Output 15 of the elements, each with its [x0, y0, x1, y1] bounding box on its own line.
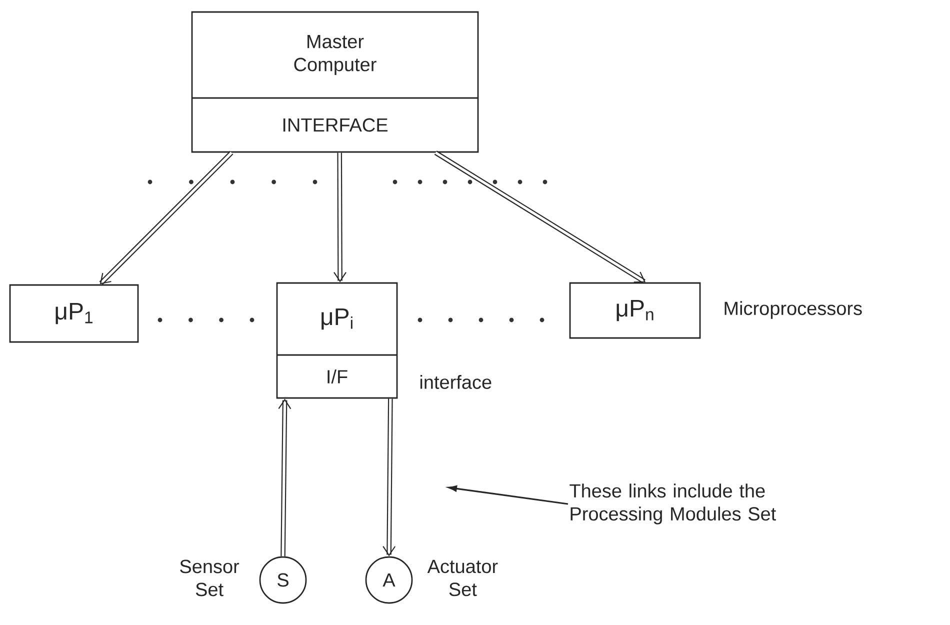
arrow: [448, 486, 568, 505]
arrow: [382, 398, 396, 556]
arrow: [99, 151, 234, 285]
side-label: interface: [420, 375, 492, 389]
side-label: Sensor Set: [180, 560, 240, 596]
side-label: Microprocessors: [724, 301, 862, 319]
side-label: Actuator Set: [427, 560, 498, 596]
arrow: [278, 398, 292, 556]
processor-box: μP$_{n}$: [569, 282, 701, 339]
processor-box: μP$_{i}$ I/F: [276, 282, 398, 399]
arrow: [334, 152, 346, 282]
processor-box: μP$_{1}$: [9, 284, 139, 343]
computer-box: Master Computer INTERFACE: [191, 11, 479, 153]
callout-text: These links include the Processing Modules Set: [570, 484, 776, 524]
arrow: [434, 150, 646, 284]
